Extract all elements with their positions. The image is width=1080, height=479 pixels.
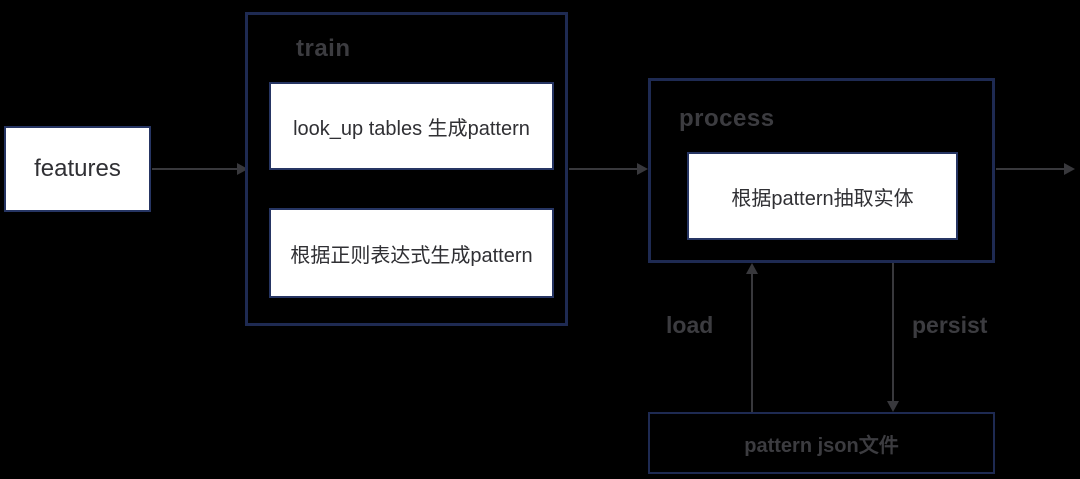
train-item: 根据正则表达式生成pattern (269, 208, 554, 298)
train-title: train (296, 35, 351, 62)
arrowhead-right-icon (1064, 163, 1075, 175)
arrowhead-down-icon (887, 401, 899, 412)
edge-label-load: load (666, 312, 714, 338)
train-item-label: 根据正则表达式生成pattern (290, 244, 533, 267)
arrow-load-line (751, 273, 753, 412)
arrowhead-right-icon (237, 163, 248, 175)
process-title: process (679, 105, 775, 132)
train-item-label: look_up tables 生成pattern (293, 117, 530, 140)
process-item: 根据pattern抽取实体 (687, 152, 958, 240)
pattern-json-label: pattern json文件 (744, 434, 899, 457)
train-item: look_up tables 生成pattern (269, 82, 554, 170)
arrowhead-up-icon (746, 263, 758, 274)
arrow-persist-line (892, 263, 894, 402)
edge-label-persist: persist (912, 312, 988, 338)
arrow-process-out-line (996, 168, 1064, 170)
process-item-label: 根据pattern抽取实体 (731, 187, 914, 210)
node-pattern-json: pattern json文件 (648, 412, 995, 474)
node-features: features (4, 126, 151, 212)
arrow-train-to-process-line (569, 168, 638, 170)
arrowhead-right-icon (637, 163, 648, 175)
arrow-features-to-train-line (152, 168, 238, 170)
features-label: features (34, 155, 121, 182)
